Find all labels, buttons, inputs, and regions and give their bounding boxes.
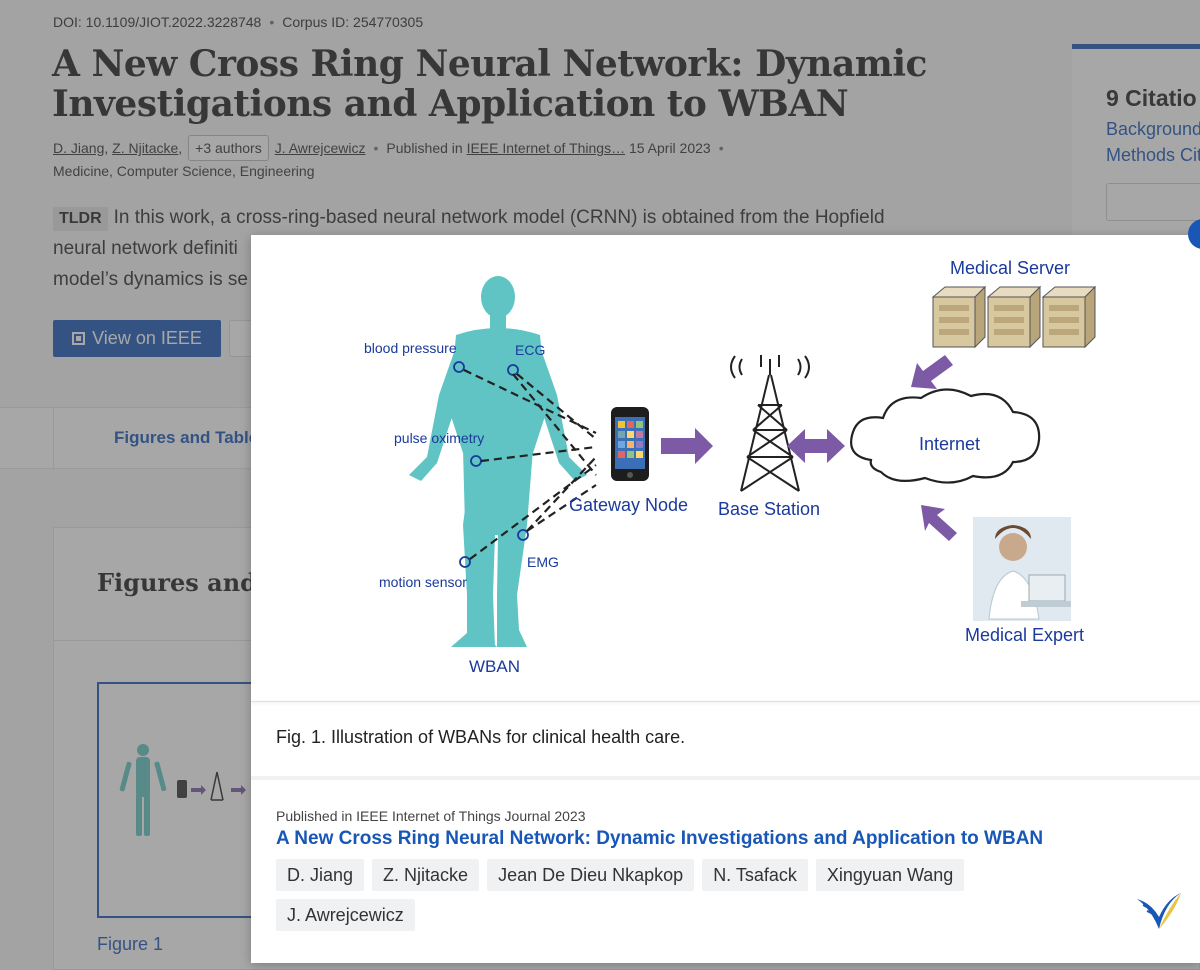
author-chip[interactable]: Z. Njitacke: [372, 859, 480, 891]
label-internet: Internet: [919, 434, 980, 454]
label-blood-pressure: blood pressure: [364, 340, 457, 356]
smartphone-icon: [611, 407, 649, 481]
label-medical-server: Medical Server: [950, 258, 1070, 278]
double-arrow-icon: [787, 429, 845, 463]
sensor-links: [463, 369, 597, 560]
sensor-motion-icon: [459, 556, 471, 568]
author-chip[interactable]: J. Awrejcewicz: [276, 899, 415, 931]
modal-paper-title-link[interactable]: A New Cross Ring Neural Network: Dynamic…: [276, 828, 1044, 849]
medical-server-icon: [931, 285, 1097, 349]
figure-image: blood pressure ECG pulse oximetry EMG mo…: [251, 235, 1200, 701]
label-medical-expert: Medical Expert: [965, 625, 1084, 645]
arrow-to-expert-icon: [921, 505, 957, 541]
sensor-emg-icon: [517, 529, 529, 541]
author-chip[interactable]: D. Jiang: [276, 859, 365, 891]
figure-caption: Fig. 1. Illustration of WBANs for clinic…: [276, 727, 686, 747]
author-chip[interactable]: N. Tsafack: [702, 859, 808, 891]
modal-author-chips: D. Jiang Z. Njitacke Jean De Dieu Nkapko…: [276, 859, 1036, 931]
modal-close-button[interactable]: [1188, 219, 1200, 249]
figure-modal: blood pressure ECG pulse oximetry EMG mo…: [251, 235, 1200, 963]
medical-expert-icon: [973, 517, 1071, 621]
semantic-scholar-logo-icon: [1137, 893, 1181, 929]
label-emg: EMG: [527, 554, 559, 570]
internet-cloud-icon: [850, 388, 1041, 484]
modal-publication-venue: Published in IEEE Internet of Things Jou…: [276, 808, 586, 824]
label-motion-sensor: motion sensor: [379, 574, 467, 590]
label-pulse-oximetry: pulse oximetry: [394, 430, 484, 446]
sensor-blood-pressure-icon: [453, 361, 465, 373]
arrow-right-icon: [661, 428, 713, 464]
author-chip[interactable]: Xingyuan Wang: [815, 859, 965, 891]
label-base-station: Base Station: [718, 499, 820, 519]
human-body-icon: [409, 276, 587, 647]
label-ecg: ECG: [515, 342, 545, 358]
label-wban: WBAN: [469, 657, 520, 676]
wban-diagram: blood pressure ECG pulse oximetry EMG mo…: [364, 258, 1097, 676]
arrow-to-server-icon: [911, 355, 953, 389]
label-gateway-node: Gateway Node: [569, 495, 688, 515]
base-station-tower-icon: [730, 355, 810, 492]
author-chip[interactable]: Jean De Dieu Nkapkop: [487, 859, 695, 891]
